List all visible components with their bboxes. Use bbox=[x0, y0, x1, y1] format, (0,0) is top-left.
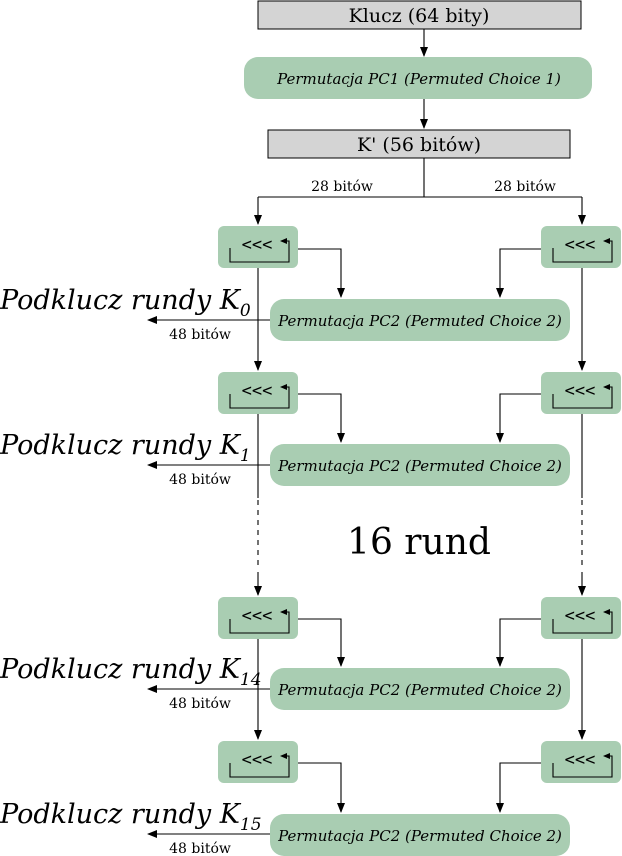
shift-left-box bbox=[218, 372, 298, 414]
pc2-box bbox=[270, 444, 570, 486]
shift-right-box bbox=[541, 226, 621, 268]
subkey-label: Podklucz rundy K1 bbox=[0, 430, 251, 466]
subkey-label: Podklucz rundy K0 bbox=[0, 285, 251, 321]
shift-right-box bbox=[541, 372, 621, 414]
subkey-index: 1 bbox=[240, 446, 251, 466]
shift-left-box bbox=[218, 597, 298, 639]
kprime-box-label: K' (56 bitów) bbox=[357, 134, 481, 156]
subkey-label: Podklucz rundy K15 bbox=[0, 799, 262, 835]
split-right-label: 28 bitów bbox=[494, 179, 556, 195]
pc2-box-label: Permutacja PC2 (Permuted Choice 2) bbox=[277, 681, 562, 699]
shift-right-box bbox=[541, 741, 621, 783]
shift-right-wrap bbox=[552, 753, 613, 778]
subkey-index: 15 bbox=[240, 815, 262, 835]
arrow-shift-left-to-pc2 bbox=[298, 618, 345, 667]
shift-left-wrap bbox=[229, 609, 290, 634]
pc2-box-label: Permutacja PC2 (Permuted Choice 2) bbox=[277, 312, 562, 330]
subkey-index: 14 bbox=[240, 670, 262, 690]
pc1-box-label: Permutacja PC1 (Permuted Choice 1) bbox=[276, 70, 561, 88]
shift-left-symbol: <<< bbox=[242, 381, 273, 401]
pc2-box bbox=[270, 814, 570, 856]
shift-right-symbol: <<< bbox=[565, 381, 596, 401]
round-15: <<< <<< Permutacja PC2 (Permuted Choice … bbox=[0, 741, 621, 856]
shift-left-symbol: <<< bbox=[242, 606, 273, 626]
key-box-label: Klucz (64 bity) bbox=[349, 5, 490, 27]
output-bits-label: 48 bitów bbox=[169, 696, 231, 712]
subkey-prefix: Podklucz rundy K bbox=[0, 799, 242, 830]
output-bits-label: 48 bitów bbox=[169, 327, 231, 343]
output-bits-label: 48 bitów bbox=[169, 472, 231, 488]
shift-left-wrap bbox=[229, 384, 290, 409]
shift-right-symbol: <<< bbox=[565, 750, 596, 770]
shift-left-symbol: <<< bbox=[242, 750, 273, 770]
pc2-box bbox=[270, 668, 570, 710]
shift-right-wrap bbox=[552, 384, 613, 409]
pc2-box-label: Permutacja PC2 (Permuted Choice 2) bbox=[277, 457, 562, 475]
output-bits-label: 48 bitów bbox=[169, 841, 231, 856]
shift-right-wrap bbox=[552, 238, 613, 263]
shift-right-symbol: <<< bbox=[565, 606, 596, 626]
shift-left-symbol: <<< bbox=[242, 235, 273, 255]
round-1: <<< <<< Permutacja PC2 (Permuted Choice … bbox=[0, 372, 621, 488]
round-0: <<< <<< Permutacja PC2 (Permuted Choice … bbox=[0, 226, 621, 343]
kprime-box bbox=[267, 129, 571, 159]
round-14: <<< <<< Permutacja PC2 (Permuted Choice … bbox=[0, 597, 621, 712]
subkey-label: Podklucz rundy K14 bbox=[0, 654, 262, 690]
pc2-box bbox=[270, 299, 570, 341]
subkey-index: 0 bbox=[240, 301, 251, 321]
rounds-label: 16 rund bbox=[347, 522, 491, 563]
shift-right-wrap bbox=[552, 609, 613, 634]
shift-left-wrap bbox=[229, 753, 290, 778]
arrow-shift-left-to-pc2 bbox=[298, 762, 345, 813]
arrow-shift-left-to-pc2 bbox=[298, 248, 345, 298]
shift-left-box bbox=[218, 226, 298, 268]
shift-left-wrap bbox=[229, 238, 290, 263]
subkey-prefix: Podklucz rundy K bbox=[0, 430, 242, 461]
key-box bbox=[257, 0, 582, 30]
shift-left-box bbox=[218, 741, 298, 783]
split-left-label: 28 bitów bbox=[311, 179, 373, 195]
shift-right-symbol: <<< bbox=[565, 235, 596, 255]
arrow-shift-right-to-pc2 bbox=[496, 248, 541, 298]
shift-right-box bbox=[541, 597, 621, 639]
subkey-prefix: Podklucz rundy K bbox=[0, 285, 242, 316]
subkey-prefix: Podklucz rundy K bbox=[0, 654, 242, 685]
arrow-shift-right-to-pc2 bbox=[496, 618, 541, 667]
arrow-shift-left-to-pc2 bbox=[298, 393, 345, 443]
pc2-box-label: Permutacja PC2 (Permuted Choice 2) bbox=[277, 827, 562, 845]
arrow-shift-right-to-pc2 bbox=[496, 393, 541, 443]
pc1-box bbox=[244, 57, 592, 99]
arrow-shift-right-to-pc2 bbox=[496, 762, 541, 813]
